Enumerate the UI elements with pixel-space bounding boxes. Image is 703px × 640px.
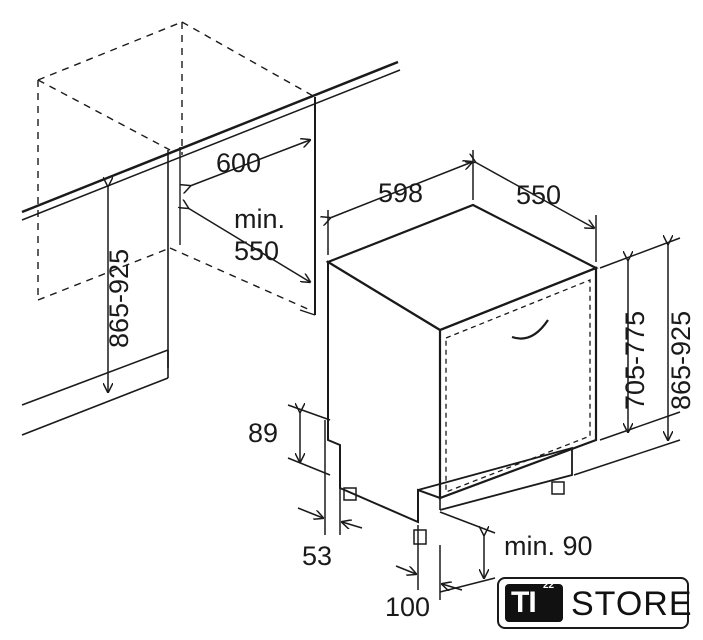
label-appliance-width: 598 bbox=[378, 178, 423, 208]
front-offset-arrow-right bbox=[442, 584, 463, 590]
appliance-depth-arrow bbox=[475, 162, 594, 228]
label-niche-height: 865-925 bbox=[104, 249, 134, 348]
label-total-height: 865-925 bbox=[666, 311, 696, 410]
label-plinth-height: 89 bbox=[248, 418, 278, 448]
worktop-lower-edge bbox=[21, 69, 401, 221]
appliance-dimension-lines bbox=[287, 150, 681, 600]
logo-mark: TI bbox=[505, 584, 563, 622]
label-front-offset: 100 bbox=[385, 592, 430, 622]
dishwasher-top bbox=[325, 203, 599, 332]
foot-offset-arrow-left bbox=[297, 507, 323, 518]
label-niche-depth-value: 550 bbox=[234, 236, 279, 266]
worktop-front-edge bbox=[21, 60, 399, 214]
dishwasher bbox=[325, 203, 599, 545]
dishwasher-plinth bbox=[417, 446, 573, 511]
front-offset-arrow-left bbox=[395, 565, 416, 574]
label-body-height: 705-775 bbox=[620, 311, 650, 410]
floor-line-lower bbox=[21, 377, 169, 436]
label-foot-offset: 53 bbox=[302, 541, 332, 571]
label-appliance-depth: 550 bbox=[516, 180, 561, 210]
niche-dimension-lines bbox=[108, 140, 310, 392]
appliance-width-arrow bbox=[330, 162, 472, 218]
niche-dashed-outline bbox=[37, 21, 316, 311]
door-handle bbox=[511, 319, 549, 340]
niche-width-arrow bbox=[190, 140, 310, 186]
foot-back bbox=[343, 487, 357, 501]
label-niche-depth-min: min. bbox=[234, 204, 285, 234]
floor-line-upper bbox=[21, 349, 169, 406]
store-logo: TI 22 STORE bbox=[497, 577, 692, 629]
foot-offset-arrow-right bbox=[342, 522, 363, 528]
label-niche-width: 600 bbox=[216, 148, 261, 178]
label-door-gap: min. 90 bbox=[504, 531, 593, 561]
dishwasher-door bbox=[438, 266, 598, 500]
door-inner-dashed bbox=[445, 279, 591, 493]
foot-front bbox=[413, 529, 427, 545]
logo-superscript: 22 bbox=[543, 580, 555, 591]
foot-right bbox=[551, 481, 565, 495]
logo-name: STORE bbox=[571, 585, 693, 623]
niche-depth-arrow bbox=[188, 208, 310, 282]
kitchen-niche bbox=[21, 21, 401, 436]
